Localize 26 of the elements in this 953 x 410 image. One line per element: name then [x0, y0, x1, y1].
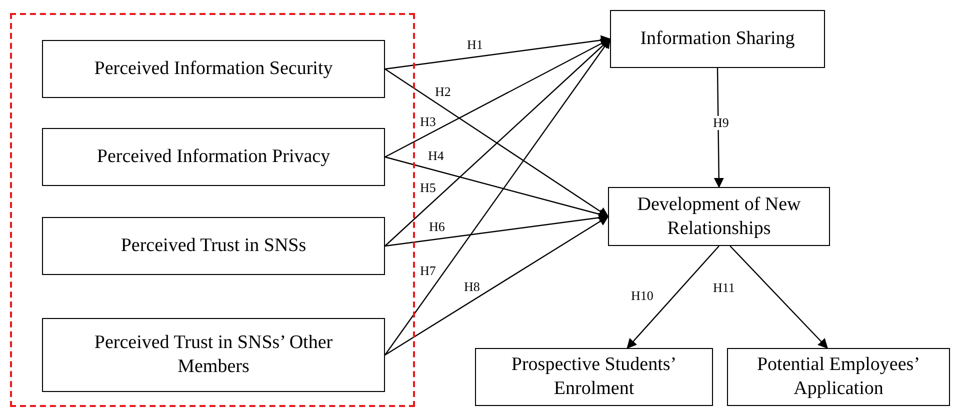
arrow [384, 68, 609, 218]
construct-box: Development of New Relationships [608, 187, 830, 246]
edge-label: H1 [466, 38, 484, 52]
arrow [730, 246, 828, 349]
dashed-group-box [10, 13, 415, 407]
construct-box: Perceived Trust in SNSs [42, 217, 385, 275]
construct-box: Information Sharing [610, 10, 825, 68]
edge-label: H5 [419, 181, 437, 195]
edge-label: H4 [427, 149, 445, 163]
construct-box: Perceived Information Security [42, 40, 385, 98]
arrow [626, 246, 720, 349]
construct-box: Perceived Information Privacy [42, 128, 385, 186]
edge-label: H9 [712, 116, 730, 130]
construct-box: Perceived Trust in SNSs’ Other Members [42, 318, 385, 392]
arrow [714, 68, 724, 188]
edge-label: H3 [419, 115, 437, 129]
arrow [384, 35, 611, 70]
edge-label: H11 [712, 281, 736, 295]
edge-label: H6 [428, 220, 446, 234]
construct-box: Potential Employees’ Application [727, 348, 950, 406]
edge-label: H7 [419, 264, 437, 278]
edge-label: H10 [630, 289, 654, 303]
edge-label: H2 [434, 85, 452, 99]
construct-box: Prospective Students’ Enrolment [475, 348, 713, 406]
edge-label: H8 [463, 280, 481, 294]
arrow [384, 216, 609, 356]
